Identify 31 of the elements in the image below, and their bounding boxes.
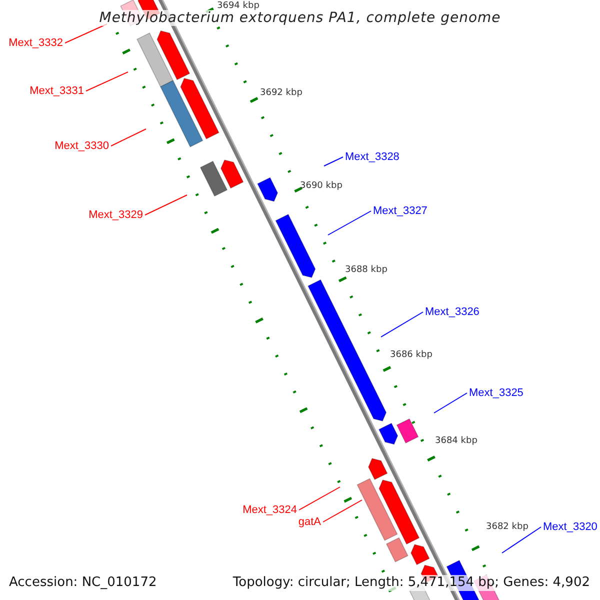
- leader-line: [328, 210, 372, 236]
- genome-title: Methylobacterium extorquens PA1, complete genome: [99, 10, 501, 26]
- gene-label: Mext_3328: [345, 150, 400, 164]
- scale-label: 3684 kbp: [435, 436, 478, 446]
- accession-text: Accession: NC_010172: [9, 575, 157, 591]
- scale-label: 3686 kbp: [390, 350, 432, 360]
- genome-stats-text: Topology: circular; Length: 5,471,154 bp; Genes: 4,902: [232, 575, 590, 591]
- gene-label: Mext_3325: [469, 386, 524, 400]
- scale-label: 3682 kbp: [486, 522, 528, 532]
- leader-line: [502, 526, 542, 554]
- scale-label: 3692 kbp: [260, 88, 302, 98]
- gene-label: Mext_3331: [30, 84, 84, 98]
- gene-label: Mext_3329: [88, 208, 143, 222]
- gene-label: Mext_3330: [54, 139, 109, 153]
- gene-label: Mext_3332: [8, 36, 63, 50]
- gene-label: Mext_3326: [425, 305, 480, 319]
- leader-line: [324, 156, 344, 166]
- gene-label: Mext_3324: [242, 503, 297, 517]
- leader-line: [380, 312, 424, 338]
- leader-line: [110, 128, 146, 146]
- leader-line: [86, 72, 128, 92]
- scale-label: 3694 kbp: [217, 1, 260, 11]
- gene-label: gatA: [298, 515, 321, 529]
- leader-line: [298, 486, 340, 510]
- gene-label: Mext_3320: [543, 520, 598, 534]
- scale-label: 3690 kbp: [300, 181, 342, 191]
- scale-label: 3688 kbp: [345, 265, 388, 275]
- leader-line: [434, 392, 468, 414]
- gene-label: Mext_3327: [373, 204, 428, 218]
- leader-line: [144, 194, 188, 216]
- leader-line: [322, 500, 362, 522]
